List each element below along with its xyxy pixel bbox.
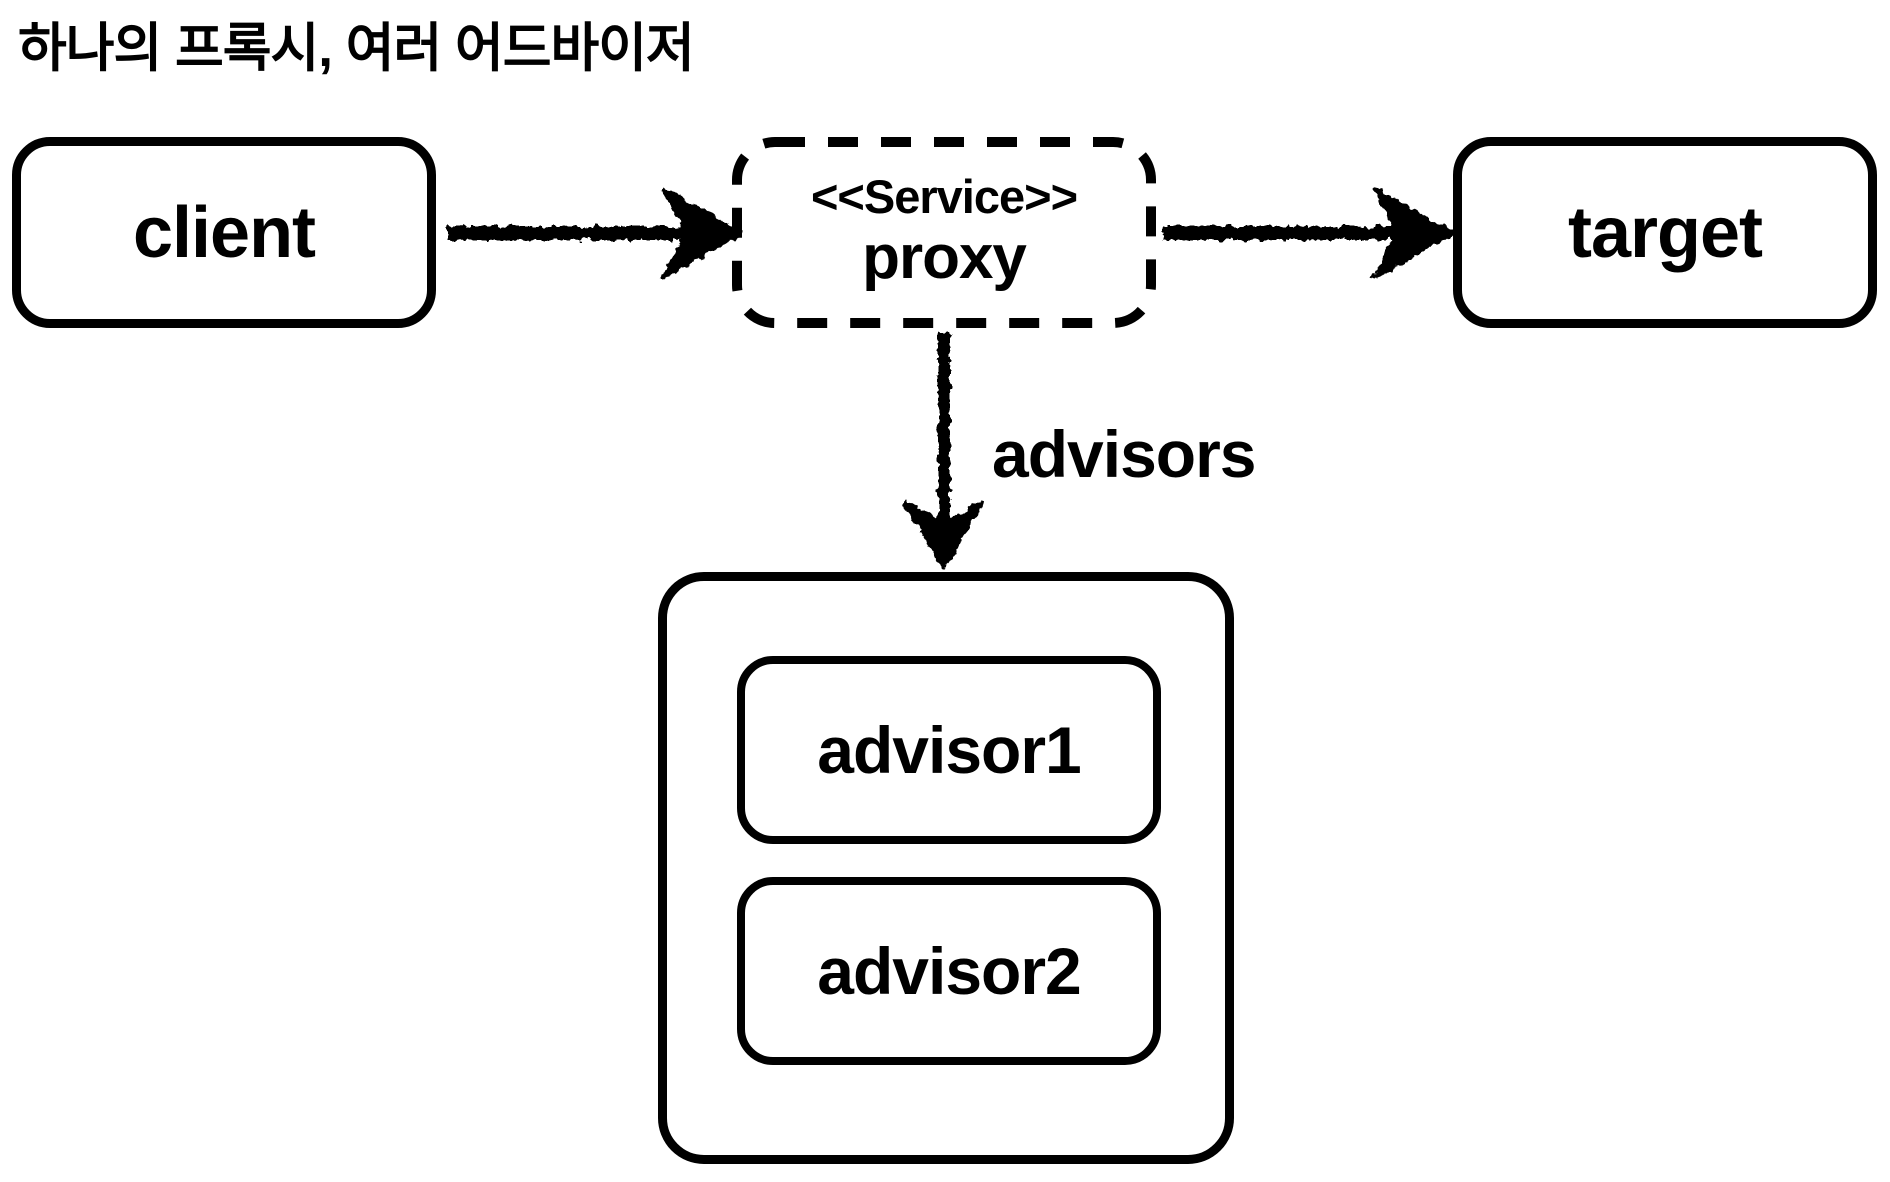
advisor2-node: advisor2 [737,877,1161,1065]
arrow-proxy-to-advisors [904,333,984,569]
proxy-label: proxy [862,223,1027,293]
proxy-node: <<Service>> proxy [737,142,1151,323]
proxy-stereotype: <<Service>> [810,170,1078,224]
advisor2-label: advisor2 [817,934,1081,1008]
advisor1-label: advisor1 [817,713,1081,787]
target-node: target [1453,137,1877,328]
target-label: target [1567,192,1763,273]
arrow-proxy-to-target [1163,187,1454,279]
advisors-edge-label: advisors [992,417,1256,491]
arrow-client-to-proxy [448,187,743,279]
advisor1-node: advisor1 [737,656,1161,844]
page-title: 하나의 프록시, 여러 어드바이저 [18,19,695,78]
client-node: client [12,137,436,328]
client-label: client [132,192,316,273]
